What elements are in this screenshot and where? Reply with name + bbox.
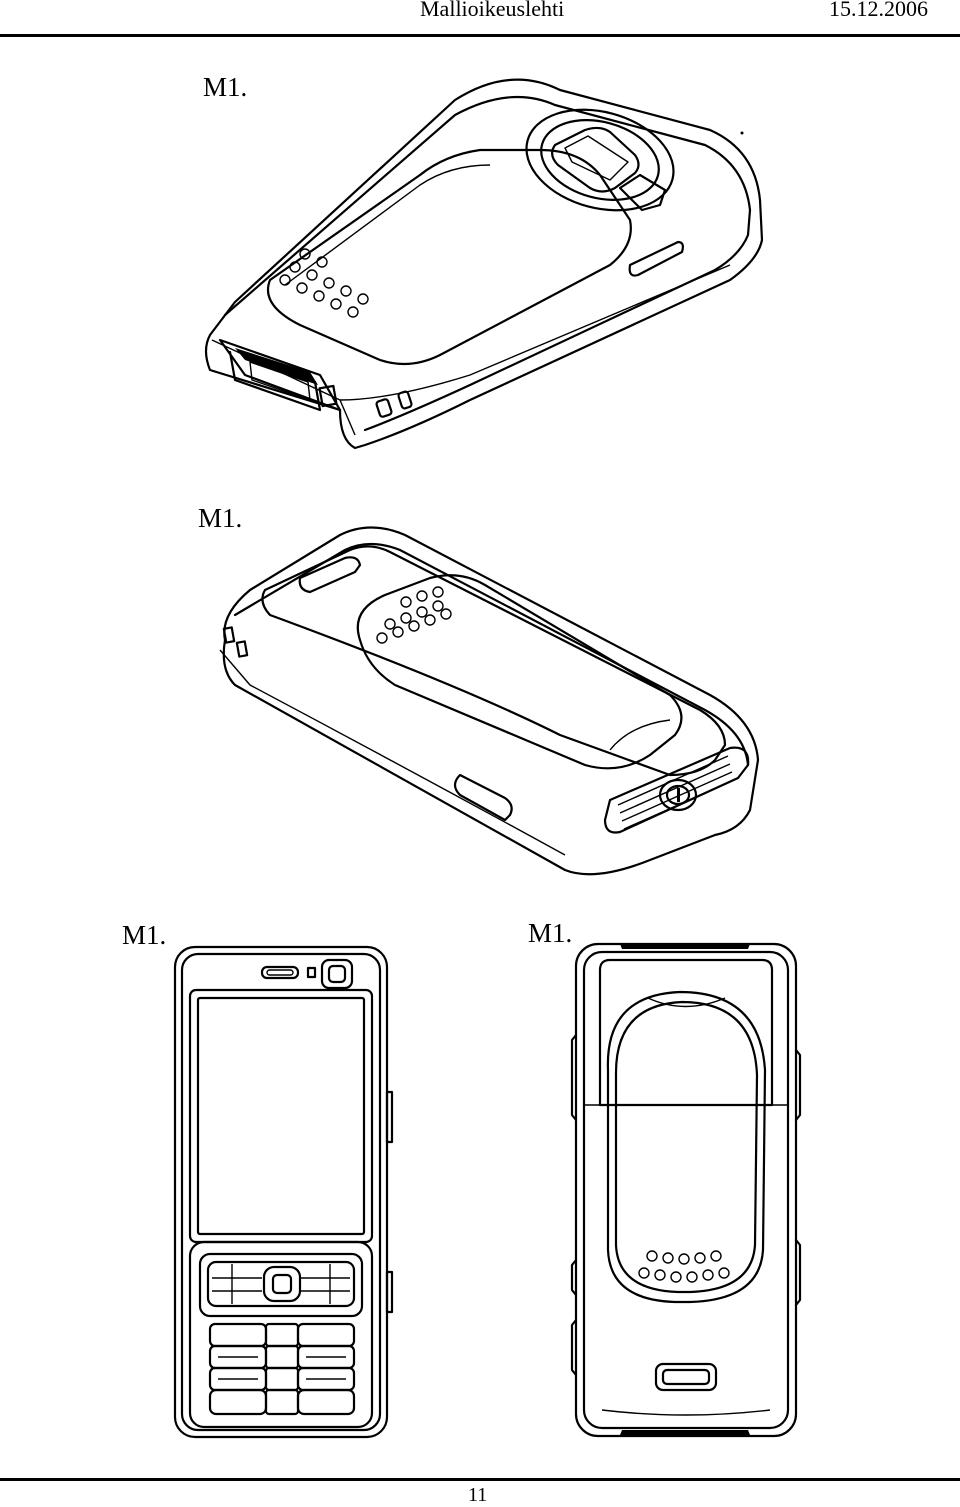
keypad [188, 1240, 374, 1429]
publication-date: 15.12.2006 [829, 0, 928, 21]
speaker-holes [638, 1250, 730, 1283]
figure-label-2: M1. [198, 503, 243, 533]
display-frame [188, 988, 374, 1244]
speaker-holes [279, 248, 369, 318]
back-camera-window [654, 1362, 718, 1392]
figure-label-3: M1. [122, 920, 167, 950]
display-screen [196, 996, 366, 1236]
header-rule [0, 34, 960, 37]
page-number: 11 [468, 1484, 488, 1506]
back-cover [606, 990, 767, 1304]
figure-1-phone-perspective-top [190, 70, 770, 460]
bottom-grille [603, 746, 750, 834]
figure-label-1: M1. [203, 72, 248, 102]
footer-rule [0, 1478, 960, 1481]
figure-3-phone-front [170, 942, 400, 1447]
publication-title: Mallioikeuslehti [420, 0, 565, 21]
figure-label-4: M1. [528, 918, 573, 948]
navi-key [262, 1265, 302, 1303]
camera-module [525, 108, 744, 212]
figure-4-phone-back [570, 940, 802, 1440]
speaker-holes [376, 586, 452, 644]
bottom-connectors [218, 338, 413, 418]
figure-2-phone-perspective-bottom [210, 520, 770, 895]
